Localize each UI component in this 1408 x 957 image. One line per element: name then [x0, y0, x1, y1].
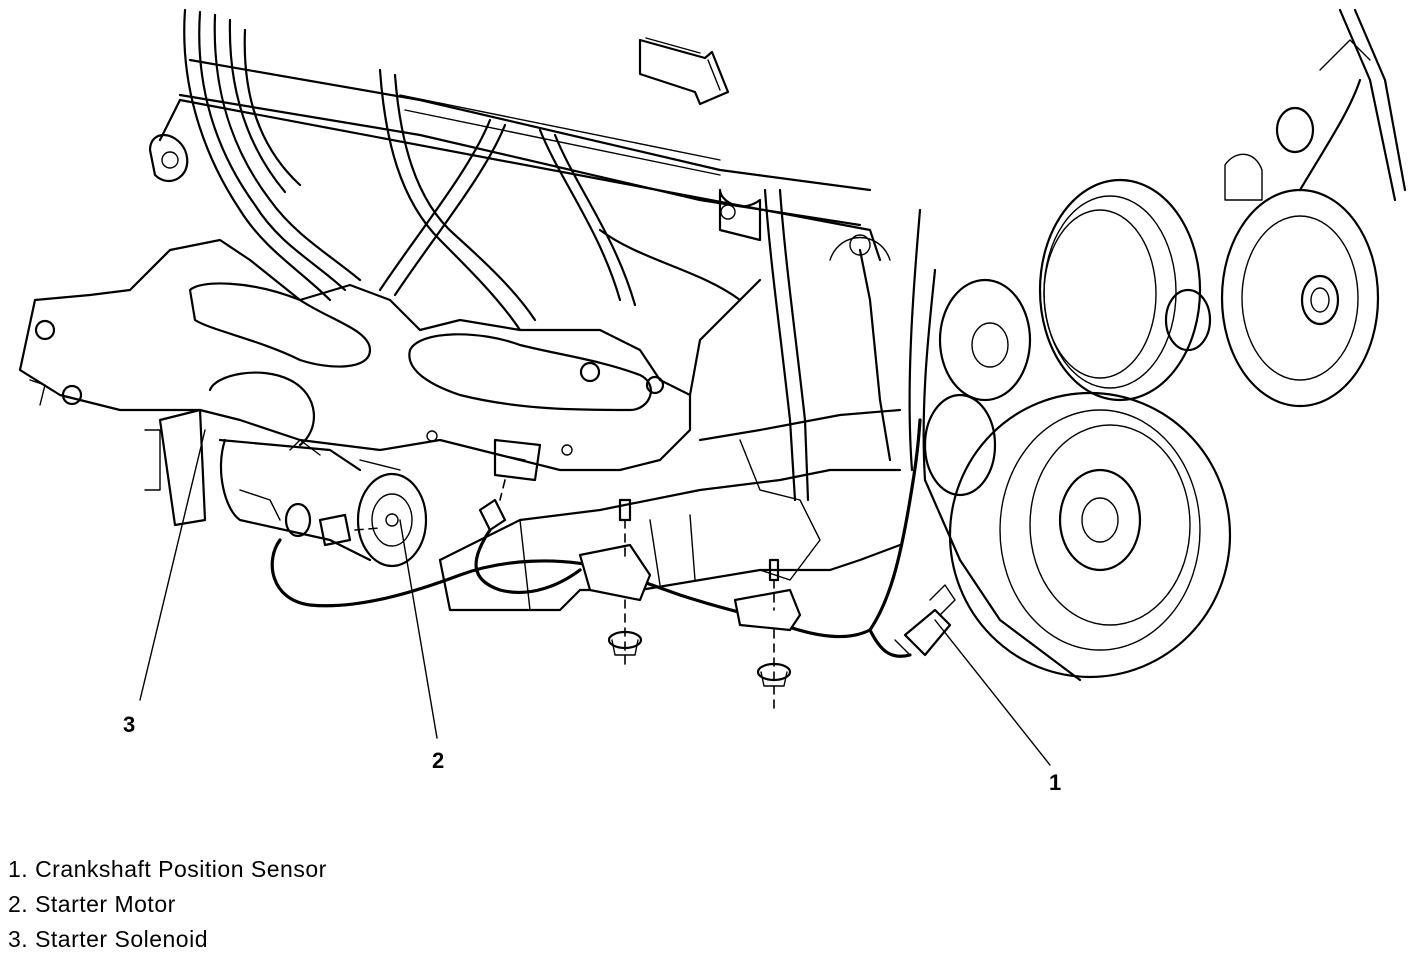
dipstick-tube: [598, 188, 810, 502]
legend-item-crankshaft-position-sensor: 1. Crankshaft Position Sensor: [8, 856, 327, 882]
engine-block: [438, 234, 902, 612]
legend-item-starter-solenoid: 3. Starter Solenoid: [8, 926, 209, 952]
callout-2: 2: [432, 748, 445, 773]
crankshaft-sensor-drawing: [894, 584, 956, 657]
drive-belt: [1338, 8, 1407, 202]
callout-leader-lines: [139, 429, 1051, 766]
callout-3: 3: [123, 712, 136, 737]
parts-legend: 1. Crankshaft Position Sensor 2. Starter…: [8, 852, 327, 957]
harness-brackets: [578, 498, 802, 711]
starter-solenoid-drawing: [478, 438, 542, 532]
starter-motor-drawing: [144, 371, 428, 568]
engine-diagram: [18, 8, 1407, 766]
legend-item-starter-motor: 2. Starter Motor: [8, 891, 176, 917]
exhaust-manifold: [18, 238, 692, 472]
accessory-pulleys: [908, 39, 1380, 682]
valve-cover: [148, 58, 882, 262]
wiring-harness: [270, 418, 922, 658]
engine-line-drawing: [18, 8, 1407, 766]
front-direction-arrow: [638, 37, 730, 106]
spark-plug-wires: [183, 8, 637, 332]
callout-1: 1: [1049, 770, 1062, 795]
